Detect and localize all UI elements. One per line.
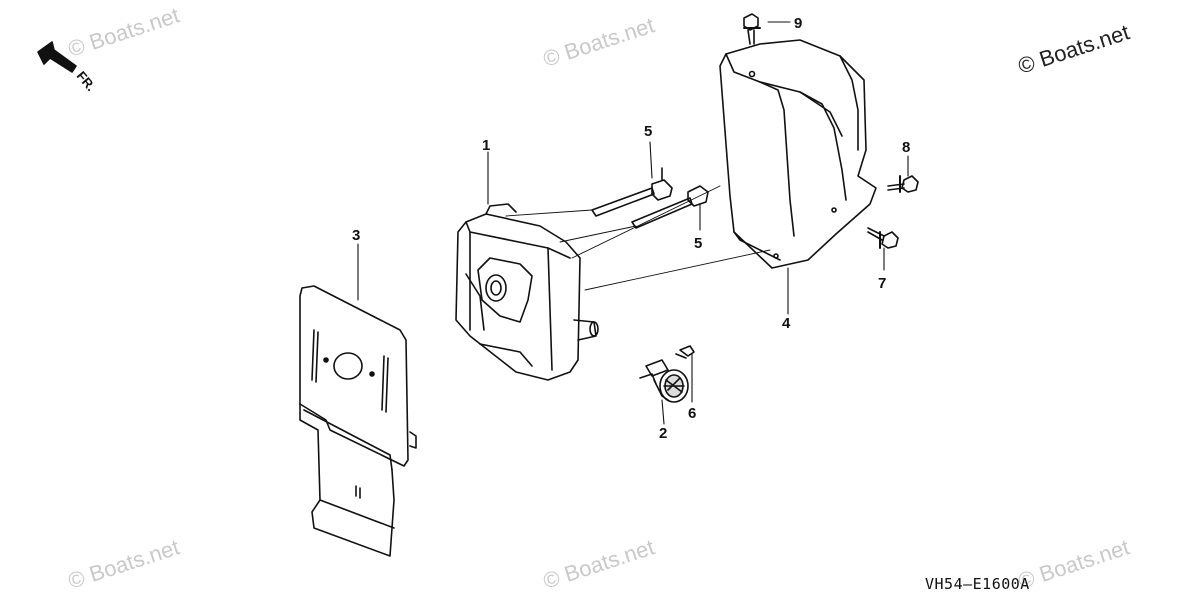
flange-bolt [631, 185, 709, 229]
direction-label: FR. [74, 68, 99, 94]
callout-5a: 5 [644, 123, 652, 140]
flange-bolt [887, 175, 919, 193]
muffler-cover [719, 39, 877, 269]
callout-5b: 5 [694, 235, 702, 252]
callout-3: 3 [352, 227, 360, 244]
flange-bolt [743, 13, 761, 45]
callout-9: 9 [794, 15, 802, 32]
muffler [455, 203, 599, 381]
callout-6: 6 [688, 405, 696, 422]
flange-bolt [591, 167, 673, 217]
diagram-code: VH54—E1600A [925, 575, 1030, 593]
callout-7: 7 [878, 275, 886, 292]
flange-bolt [867, 227, 899, 249]
front-direction-arrow-icon [37, 41, 77, 73]
callout-1: 1 [482, 137, 490, 154]
callout-2: 2 [659, 425, 667, 442]
muffler-protector-plate [299, 285, 417, 557]
screw [675, 345, 695, 359]
callout-4: 4 [782, 315, 791, 332]
callout-8: 8 [902, 139, 910, 156]
spark-arrester-screen [639, 359, 689, 403]
